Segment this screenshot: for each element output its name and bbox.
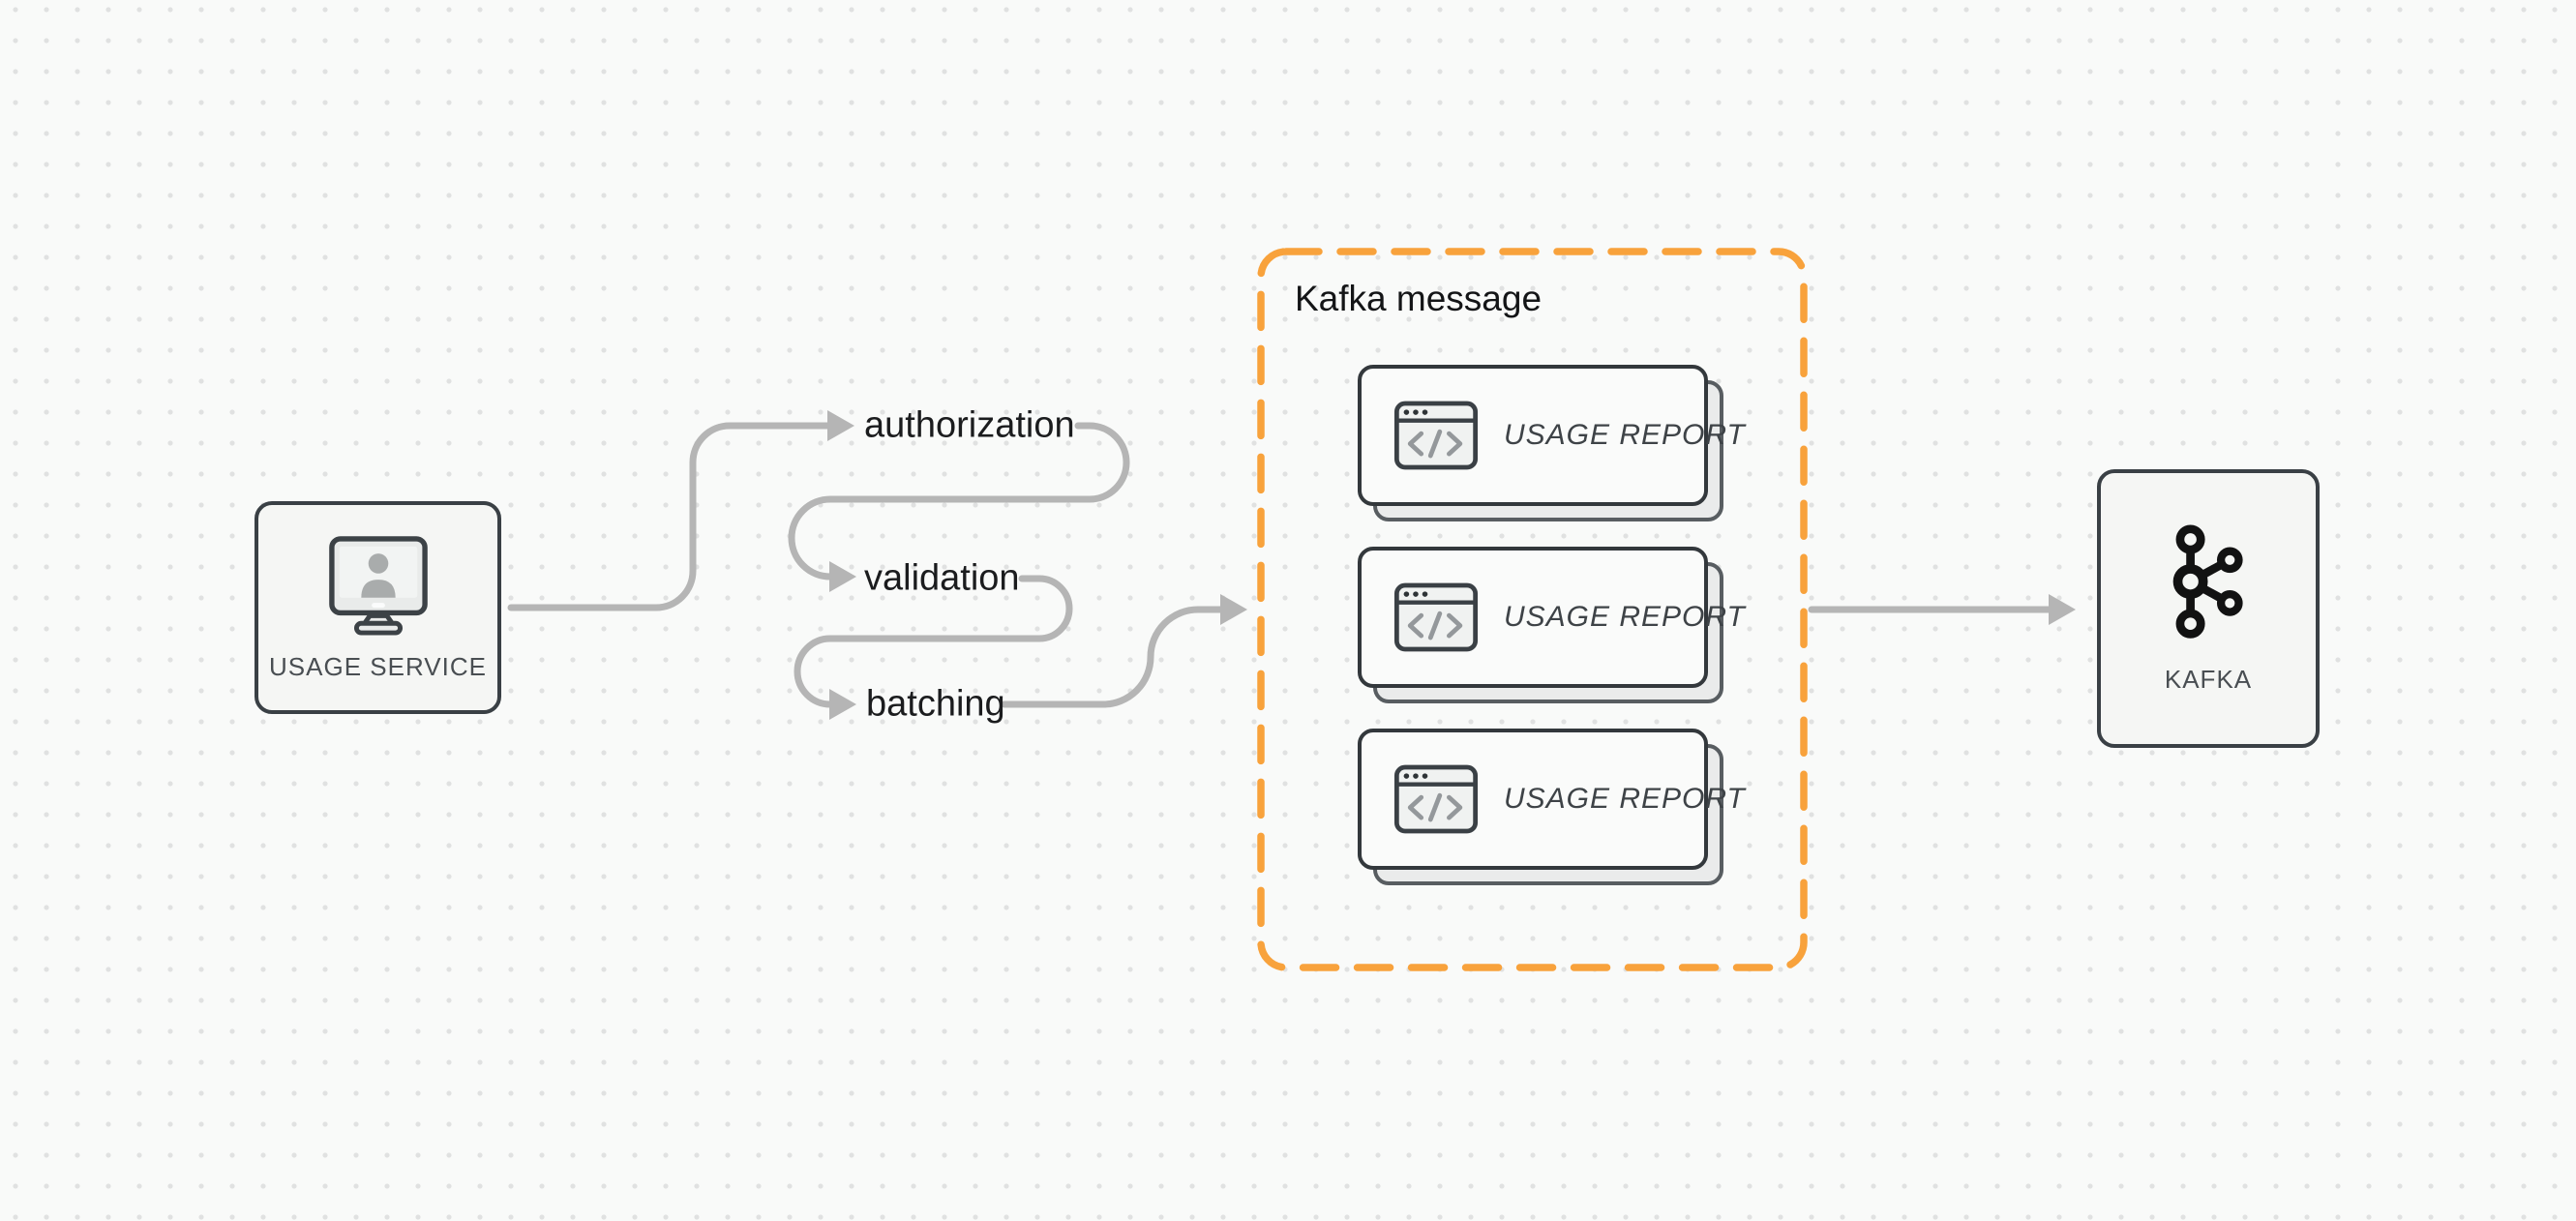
kafka-logo-icon (2172, 523, 2243, 639)
usage-service-label: USAGE SERVICE (269, 651, 487, 681)
usage-report-card: USAGE REPORT (1358, 729, 1745, 885)
kafka-message-group: Kafka message USAGE REPORT (1261, 252, 1804, 968)
connector-validation-to-batching (794, 575, 1073, 720)
code-window-icon (1393, 582, 1479, 652)
kafka-message-group-border (1257, 248, 1808, 971)
kafka-message-group-title: Kafka message (1295, 279, 1543, 318)
usage-report-card: USAGE REPORT (1358, 365, 1745, 521)
kafka-node: KAFKA (2097, 469, 2320, 748)
connector-authorization-to-validation (788, 422, 1130, 592)
flow-step-validation: validation (864, 557, 1020, 599)
connector-usage-to-authorization (507, 410, 854, 611)
flow-step-batching: batching (866, 683, 1005, 725)
usage-report-label: USAGE REPORT (1504, 419, 1746, 451)
kafka-label: KAFKA (2164, 664, 2253, 694)
monitor-user-icon (328, 535, 428, 636)
flow-step-authorization: authorization (864, 404, 1075, 446)
usage-report-label: USAGE REPORT (1504, 601, 1746, 633)
usage-report-label: USAGE REPORT (1504, 783, 1746, 815)
connector-batching-to-group (1001, 594, 1247, 708)
usage-report-card: USAGE REPORT (1358, 547, 1745, 703)
code-window-icon (1393, 764, 1479, 834)
usage-service-node: USAGE SERVICE (255, 501, 501, 714)
code-window-icon (1393, 401, 1479, 470)
